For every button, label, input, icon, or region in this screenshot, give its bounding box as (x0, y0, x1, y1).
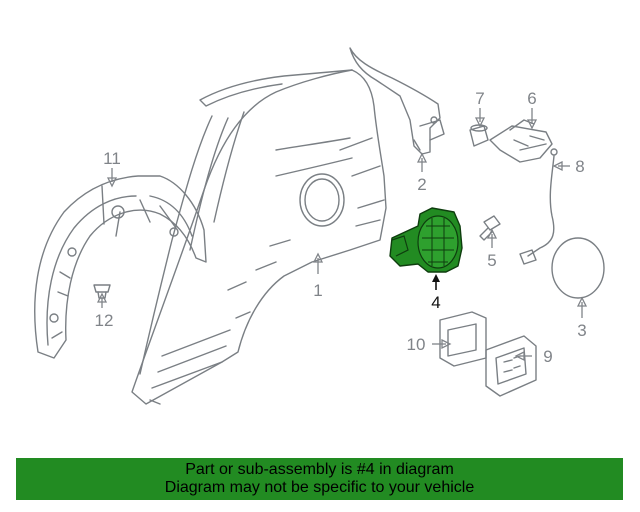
callout-12: 12 (95, 311, 114, 330)
leader-10-arrow (441, 338, 452, 350)
leader-2-arrow (416, 152, 428, 163)
callout-10: 10 (407, 335, 426, 354)
leader-9-arrow (514, 350, 525, 362)
part-1-quarter-panel (131, 69, 387, 405)
callout-5: 5 (487, 251, 496, 270)
part-10-bracket (439, 311, 487, 367)
leader-5-arrow (486, 228, 498, 239)
leader-12-arrow (96, 292, 108, 303)
banner-line-2: Diagram may not be specific to your vehi… (164, 479, 475, 496)
leader-1-arrow (312, 252, 324, 263)
part-5-bolt (479, 215, 501, 241)
callout-11: 11 (103, 149, 121, 168)
parts-diagram: 1 2 3 4 5 6 7 8 9 10 11 12 (34, 47, 605, 405)
callout-2: 2 (417, 175, 426, 194)
leader-7-arrow (474, 117, 486, 128)
banner-line-1: Part or sub-assembly is #4 in diagram (185, 461, 454, 478)
callout-7: 7 (475, 89, 484, 108)
part-9-housing (485, 335, 537, 397)
part-7-cap (469, 124, 489, 147)
leader-11-arrow (106, 177, 118, 188)
callout-9: 9 (543, 347, 552, 366)
callout-3: 3 (577, 321, 586, 340)
callout-8: 8 (575, 157, 584, 176)
callout-4: 4 (431, 293, 440, 312)
part-12-clip (93, 284, 111, 299)
callout-1: 1 (313, 281, 322, 300)
callout-labels: 1 2 3 4 5 6 7 8 9 10 11 12 (95, 89, 587, 366)
part-4-fuel-filler-housing (389, 207, 463, 273)
leader-4-arrow (432, 274, 440, 282)
info-banner: Part or sub-assembly is #4 in diagram Di… (16, 458, 623, 500)
callout-6: 6 (527, 89, 536, 108)
leader-3-arrow (576, 296, 588, 307)
part-8-cable (519, 148, 558, 265)
part-2-bracket (349, 47, 445, 155)
part-6-actuator (489, 119, 553, 163)
leader-8-arrow (552, 160, 563, 172)
part-3-filler-door (551, 237, 605, 299)
leader-lines (96, 108, 588, 362)
leader-6-arrow (526, 119, 538, 130)
part-11-wheel-liner (34, 175, 207, 359)
